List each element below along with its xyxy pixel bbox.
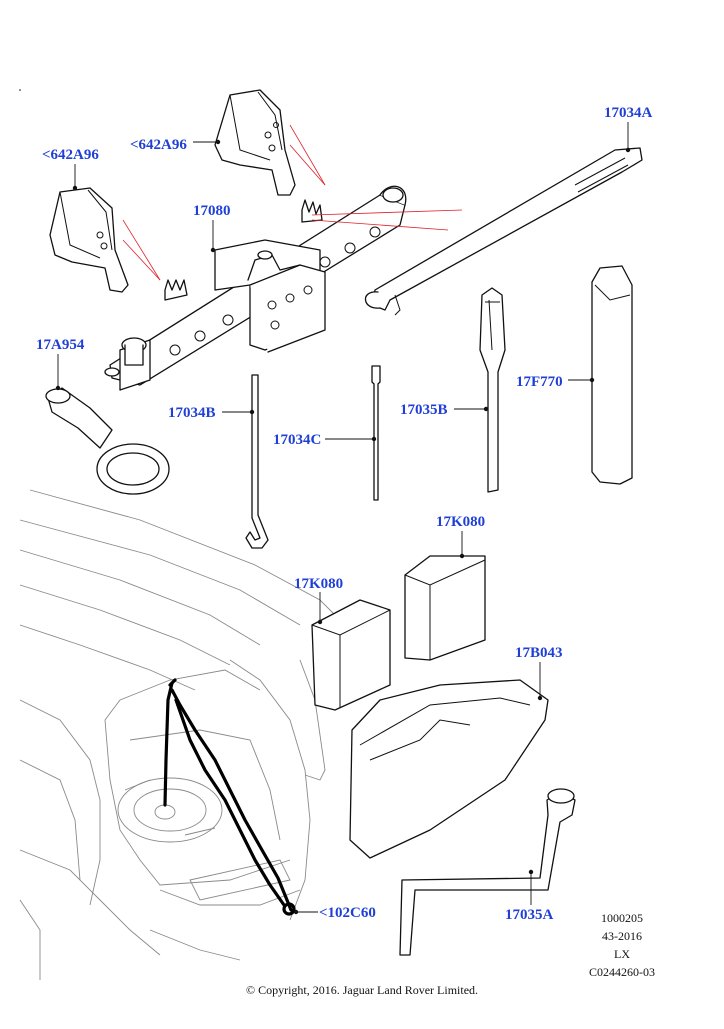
callout-17080[interactable]: 17080: [193, 203, 231, 219]
callout-642a96-upper[interactable]: <642A96: [130, 137, 187, 153]
red-reference-lines: [122, 124, 463, 281]
wheel-brace-extension-part[interactable]: [245, 374, 269, 549]
tool-bag-part[interactable]: [591, 265, 633, 485]
vehicle-rear-illustration: [19, 489, 346, 980]
wheel-brace-bent-part[interactable]: [399, 788, 576, 956]
callout-17035b[interactable]: 17035B: [400, 402, 448, 418]
copyright-notice: © Copyright, 2016. Jaguar Land Rover Lim…: [245, 983, 479, 997]
callout-17k080-upper[interactable]: 17K080: [436, 514, 486, 530]
corner-mark: [19, 89, 21, 91]
callout-17k080-lower[interactable]: 17K080: [294, 576, 344, 592]
ref-model: LX: [614, 947, 630, 961]
scissor-jack-part[interactable]: [104, 185, 407, 391]
jack-handle-part[interactable]: [364, 147, 643, 316]
tool-tray-part[interactable]: [349, 679, 549, 859]
foam-insert-right-part[interactable]: [404, 555, 486, 661]
wheel-chock-lower-part[interactable]: [49, 187, 129, 293]
extension-bar-part[interactable]: [371, 365, 381, 501]
leader-lines: [55, 122, 631, 915]
callout-17034b[interactable]: 17034B: [168, 405, 216, 421]
callout-17035a[interactable]: 17035A: [505, 907, 554, 923]
ref-number: 1000205: [601, 911, 643, 925]
tow-eye-part[interactable]: [45, 387, 170, 495]
callout-17034c[interactable]: 17034C: [273, 432, 322, 448]
callout-642a96-lower[interactable]: <642A96: [42, 147, 99, 163]
load-strap-part[interactable]: [163, 678, 296, 916]
wheel-brace-part[interactable]: [479, 287, 506, 493]
callout-102c60[interactable]: <102C60: [319, 905, 376, 921]
callout-17b043[interactable]: 17B043: [515, 645, 563, 661]
callout-17a954[interactable]: 17A954: [36, 337, 85, 353]
wheel-chock-upper-part[interactable]: [214, 89, 296, 196]
foam-insert-left-part[interactable]: [311, 599, 391, 711]
ref-date: 43-2016: [602, 929, 642, 943]
callout-17034a[interactable]: 17034A: [604, 105, 653, 121]
callout-17f770[interactable]: 17F770: [516, 374, 563, 390]
ref-illustration-id: C0244260-03: [589, 965, 655, 979]
